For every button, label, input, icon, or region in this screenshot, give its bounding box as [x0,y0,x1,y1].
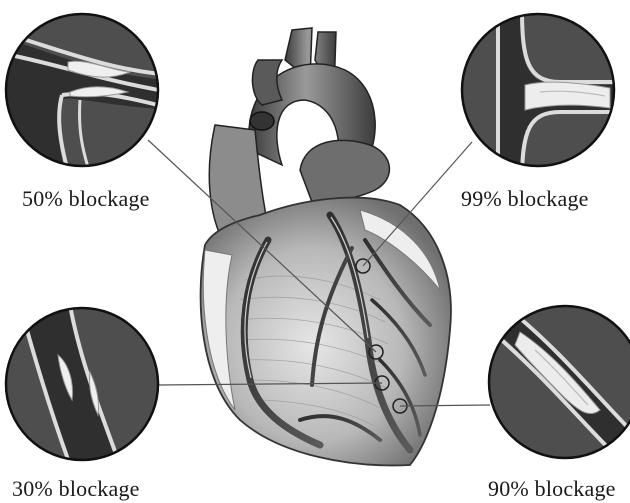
heart [201,28,451,465]
label-90-percent-blockage: 90% blockage [488,476,616,502]
inset-99-percent [460,10,620,180]
inset-30-percent [0,305,170,465]
superior-vena-cava [252,60,282,105]
vessel-stump [250,112,274,130]
label-30-percent-blockage: 30% blockage [12,476,140,502]
inset-90-percent [485,305,630,465]
ventricles [201,198,451,466]
label-50-percent-blockage: 50% blockage [22,186,150,212]
inset-50-percent [0,10,170,180]
label-99-percent-blockage: 99% blockage [461,186,589,212]
